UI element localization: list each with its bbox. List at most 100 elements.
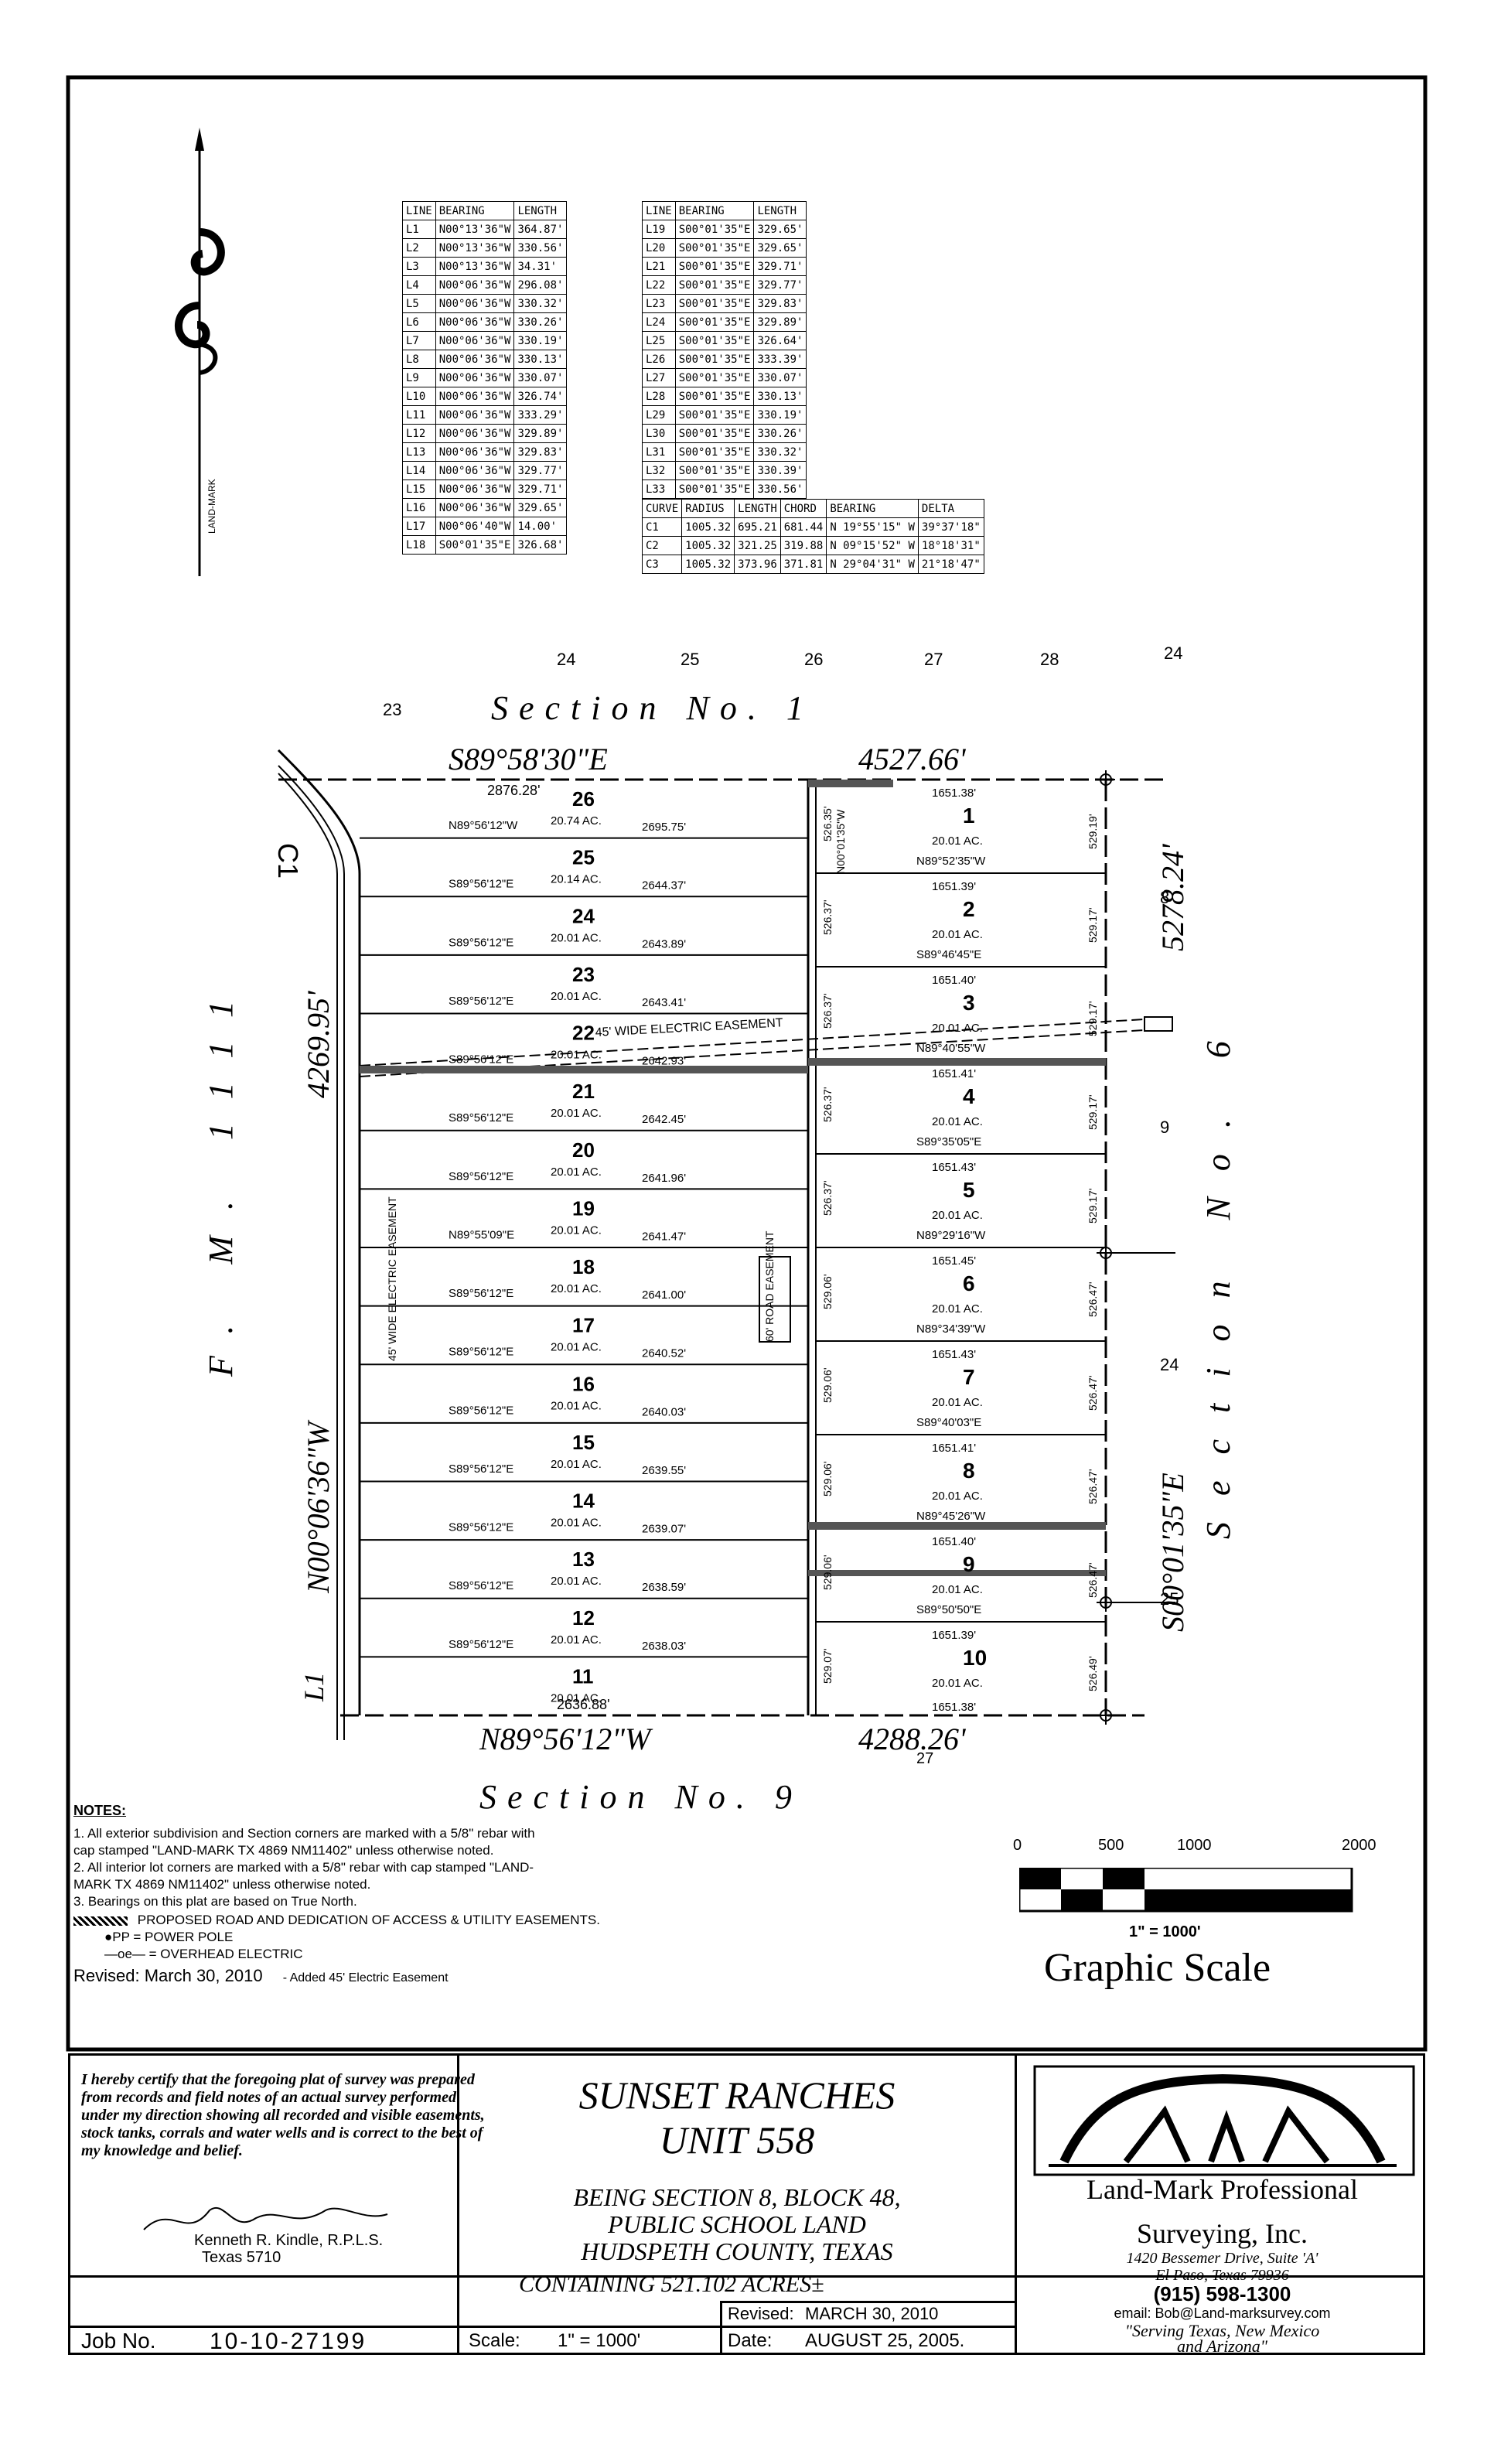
line-table-1-cell: 329.77': [513, 461, 568, 480]
east-lot-acres: 20.01 AC.: [932, 1677, 983, 1690]
line-table-2-cell: S00°01'35"E: [674, 405, 755, 425]
east-lot-number: 3: [963, 991, 975, 1015]
east-lot-length: 1651.39': [932, 880, 976, 893]
line-table-1-cell: L16: [402, 498, 436, 517]
curve-table-cell: 21°18'47": [917, 555, 984, 574]
mid-length: 529.06': [821, 1462, 834, 1497]
road-easement-label: 60' ROAD EASEMENT: [763, 1230, 776, 1342]
curve-table-cell: 371.81: [779, 555, 827, 574]
east-lot-acres: 20.01 AC.: [932, 928, 983, 941]
west-lot-bearing: S89°56'12"E: [449, 1346, 513, 1359]
east-bottom-length: 1651.38': [932, 1701, 976, 1714]
west-lot-acres: 20.74 AC.: [551, 814, 602, 828]
west-lot-acres: 20.01 AC.: [551, 1223, 602, 1237]
line-table-2-cell: 330.13': [753, 387, 807, 406]
line-table-2-cell: 329.65': [753, 220, 807, 239]
revised-value: MARCH 30, 2010: [805, 2304, 939, 2323]
line-table-2-cell: S00°01'35"E: [674, 350, 755, 369]
curve-c1: C1: [272, 843, 304, 879]
west-lot-length: 2638.03': [642, 1640, 686, 1653]
line-table-1-cell: S00°01'35"E: [435, 535, 515, 555]
line-table-2-cell: S00°01'35"E: [674, 257, 755, 276]
line-table-1-cell: 330.13': [513, 350, 568, 369]
notes-block: NOTES: 1. All exterior subdivision and S…: [73, 1803, 924, 1987]
east-lot-bearing: S89°50'50"E: [916, 1603, 981, 1616]
north-distance: 4527.66': [858, 742, 967, 776]
west-lot-bearing: S89°56'12"E: [449, 1579, 513, 1592]
west-lot-bearing: S89°56'12"E: [449, 1170, 513, 1183]
line-table-1-cell: N00°06'36"W: [435, 498, 515, 517]
date-label: Date:: [728, 2330, 773, 2351]
scale-value: 1" = 1000': [558, 2330, 641, 2351]
line-table-2-cell: L19: [642, 220, 676, 239]
company-phone: (915) 598-1300: [1153, 2282, 1291, 2305]
plat-boundary: [277, 749, 1175, 1740]
lower-hline-3: [720, 2301, 1015, 2303]
east-lot-number: 6: [963, 1271, 975, 1295]
east-lot-length: 1651.43': [932, 1348, 976, 1361]
revised-note: - Added 45' Electric Easement: [282, 1971, 449, 1985]
west-lot-number: 11: [572, 1664, 594, 1688]
west-lot-acres: 20.01 AC.: [551, 1282, 602, 1295]
east-side-length: 526.47': [1087, 1376, 1099, 1411]
top-num-25: 25: [681, 650, 699, 669]
east-lot-bearing: N89°40'55"W: [916, 1042, 986, 1055]
west-lot-bearing: S89°56'12"E: [449, 1638, 513, 1651]
west-lot-acres: 20.01 AC.: [551, 990, 602, 1003]
west-lot-bearing: N89°56'12"W: [449, 819, 518, 832]
lower-divider-2: [1015, 2278, 1017, 2353]
surveyor-name: Kenneth R. Kindle, R.P.L.S.: [194, 2232, 384, 2249]
curve-table-header: DELTA: [917, 499, 984, 518]
west-lot-number: 26: [572, 787, 595, 811]
east-lot-acres: 20.01 AC.: [932, 1490, 983, 1503]
west-lot-number: 15: [572, 1431, 595, 1454]
west-lot-bearing: S89°56'12"E: [449, 878, 513, 891]
west-lot-length: 2695.75': [642, 821, 686, 834]
line-table-1-cell: 330.19': [513, 331, 568, 350]
scale-tick-1000: 1000: [1177, 1837, 1212, 1854]
line-table-2-cell: S00°01'35"E: [674, 461, 755, 480]
mid-length: 526.37': [821, 1181, 834, 1217]
mid-length: 526.37': [821, 1087, 834, 1123]
east-bearing: S00°01'35"E: [1155, 1473, 1190, 1632]
west-lot-acres: 20.01 AC.: [551, 931, 602, 944]
curve-table-header: BEARING: [826, 499, 919, 518]
east-lot-bearing: S89°40'03"E: [916, 1416, 981, 1429]
right-num-8: 8: [1160, 888, 1169, 907]
revised-line: Revised: March 30, 2010 - Added 45' Elec…: [73, 1967, 924, 1987]
date-value: AUGUST 25, 2005.: [805, 2330, 965, 2351]
line-table-1-cell: N00°06'36"W: [435, 387, 515, 406]
company-logo-icon: [1033, 2065, 1415, 2176]
line-table-2-cell: L27: [642, 368, 676, 387]
line-table-2-cell: L32: [642, 461, 676, 480]
curve-table-cell: C3: [641, 555, 683, 574]
west-lot-acres: 20.01 AC.: [551, 1691, 602, 1705]
east-lot-number: 7: [963, 1365, 975, 1389]
line-table-2-cell: 330.19': [753, 405, 807, 425]
company-slogan-1: "Serving Texas, New Mexico: [1124, 2321, 1320, 2340]
curve-table-cell: 1005.32: [681, 517, 735, 537]
mid-length: 526.37': [821, 900, 834, 936]
line-table-2-cell: L25: [642, 331, 676, 350]
east-lot-bearing: N89°34'39"W: [916, 1322, 986, 1336]
west-lot-number: 13: [572, 1548, 595, 1571]
mid-length: 529.06': [821, 1275, 834, 1310]
west-lot-number: 20: [572, 1138, 595, 1162]
curve-table-cell: C2: [641, 536, 683, 555]
line-table-2-cell: 329.77': [753, 275, 807, 295]
west-lot-acres: 20.01 AC.: [551, 1517, 602, 1530]
line-table-1-cell: 330.26': [513, 312, 568, 332]
line-table-1-cell: N00°06'36"W: [435, 479, 515, 499]
line-table-1-cell: 34.31': [513, 257, 568, 276]
east-lot-bearing: N89°45'26"W: [916, 1510, 986, 1523]
scale-label: Scale:: [469, 2330, 520, 2351]
mid-length: 526.37': [821, 994, 834, 1029]
